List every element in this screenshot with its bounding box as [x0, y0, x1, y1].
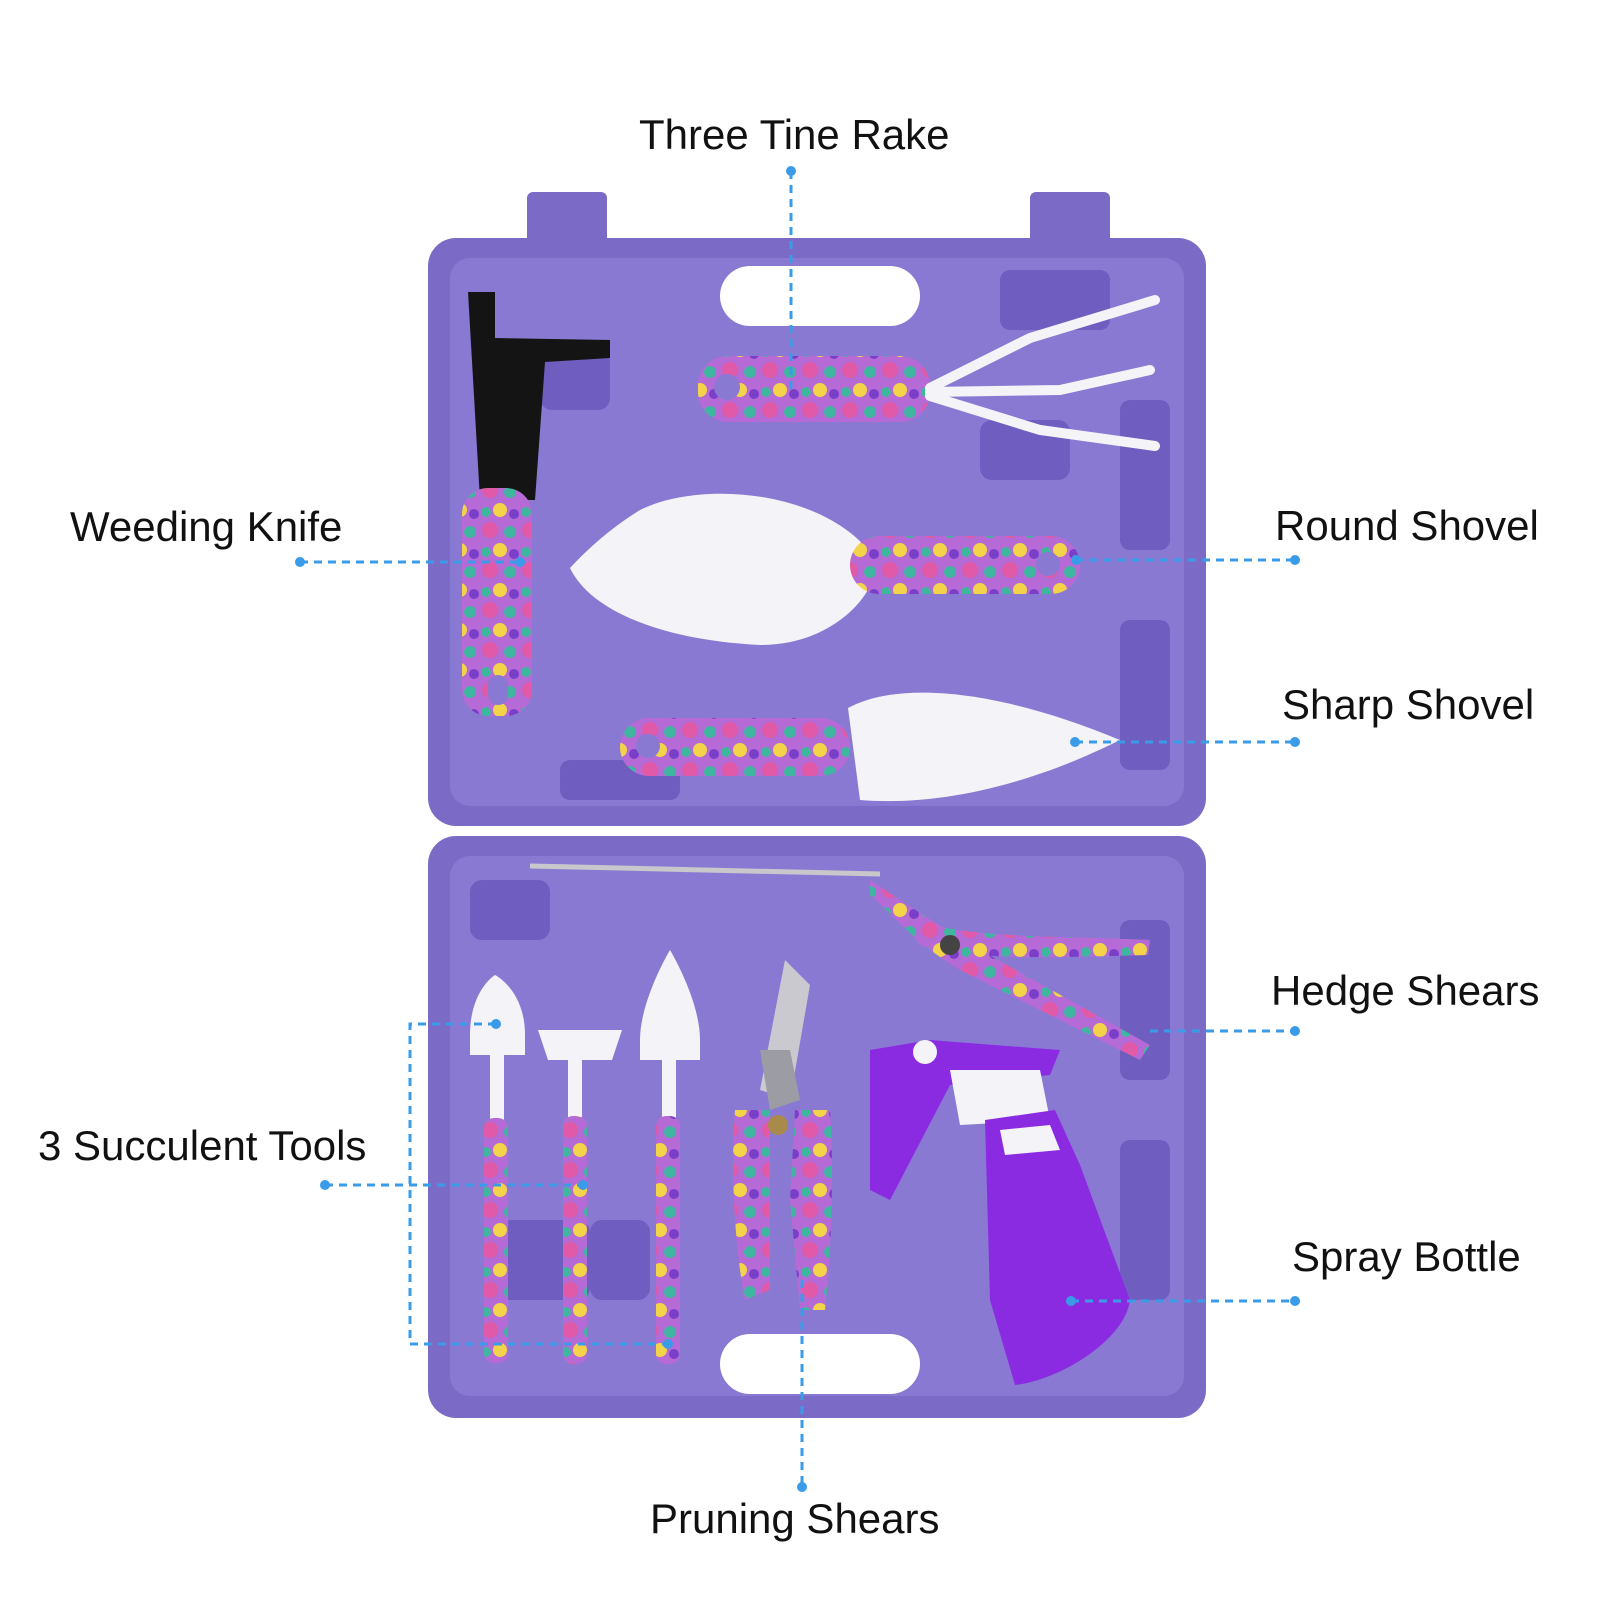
- spray-bottle: [870, 1040, 1130, 1385]
- weeding-knife: [462, 292, 610, 716]
- label-weeding-knife: Weeding Knife: [70, 503, 343, 550]
- label-sharp-shovel: Sharp Shovel: [1282, 681, 1535, 728]
- label-pruning-shears: Pruning Shears: [650, 1495, 940, 1542]
- label-spray-bottle: Spray Bottle: [1292, 1233, 1521, 1280]
- hedge-shears: [529, 863, 1150, 1060]
- label-hedge-shears: Hedge Shears: [1271, 967, 1540, 1014]
- succulent-tools: [470, 950, 700, 1364]
- case-handle-bottom[interactable]: [720, 1334, 920, 1394]
- three-tine-rake: [698, 295, 1160, 451]
- callout-lines: [300, 171, 1295, 1487]
- label-succulent-tools: 3 Succulent Tools: [38, 1122, 367, 1169]
- sharp-shovel: [620, 692, 1120, 802]
- label-three-tine-rake: Three Tine Rake: [639, 111, 950, 158]
- pruning-shears: [733, 960, 833, 1310]
- label-round-shovel: Round Shovel: [1275, 502, 1539, 549]
- case-hinges: [527, 192, 1110, 250]
- case-handle-top[interactable]: [720, 266, 920, 326]
- callout-dots: [295, 166, 1300, 1492]
- round-shovel: [570, 493, 1080, 645]
